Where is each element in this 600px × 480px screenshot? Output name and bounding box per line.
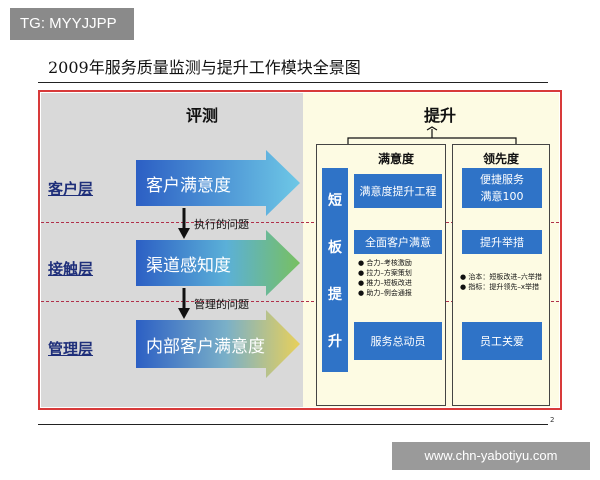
full-customer-satisfaction-box: 全面客户满意 <box>354 230 442 254</box>
bottom-rule <box>38 424 548 425</box>
satisfaction-project-box: 满意度提升工程 <box>354 174 442 208</box>
row-label-contact: 接触层 <box>48 260 94 278</box>
satisfaction-bullets: ● 合力–考核激励 ● 拉力–方案策划 ● 推力–短板改进 ● 助力–例会通报 <box>358 258 444 298</box>
short-board-char: 板 <box>328 239 342 256</box>
bullet-item: ● 拉力–方案策划 <box>358 269 412 277</box>
arrow-channel-perception <box>136 230 300 296</box>
row-separator-2 <box>41 301 559 302</box>
satisfaction-project-label: 满意度提升工程 <box>359 184 437 198</box>
arrow-text-internal: 内部客户满意度 <box>146 336 265 357</box>
bullet-item: ● 合力–考核激励 <box>358 259 412 267</box>
title-underline <box>38 82 548 83</box>
employee-care-box: 员工关爱 <box>462 322 542 360</box>
full-customer-satisfaction-label: 全面客户满意 <box>365 235 431 249</box>
bullet-item: ● 治本：短板改进–六举措 <box>460 273 542 281</box>
down-label-management: 管理的问题 <box>194 298 249 311</box>
evaluation-header: 评测 <box>186 106 219 125</box>
leadership-bullets: ● 治本：短板改进–六举措 ● 指标：提升领先–x举措 <box>460 272 550 292</box>
convenient-service-label: 便捷服务 <box>480 173 524 186</box>
page-title: 2009年服务质量监测与提升工作模块全景图 <box>48 58 361 77</box>
convenient-service-box: 便捷服务 满意100 <box>462 168 542 208</box>
down-arrow-1-icon <box>178 208 190 239</box>
bullet-item: ● 指标：提升领先–x举措 <box>460 283 539 291</box>
short-board-char: 升 <box>328 333 342 350</box>
row-label-customer: 客户层 <box>48 180 94 198</box>
arrow-text-customer: 客户满意度 <box>146 175 231 196</box>
row-label-management: 管理层 <box>48 340 94 358</box>
service-mobilization-box: 服务总动员 <box>354 322 442 360</box>
down-label-execution: 执行的问题 <box>194 218 249 231</box>
watermark-tag: TG: MYYJJPP <box>10 8 134 40</box>
improvement-header: 提升 <box>424 106 457 125</box>
arrow-customer-satisfaction <box>136 150 300 216</box>
employee-care-label: 员工关爱 <box>480 334 524 348</box>
short-board-char: 提 <box>328 286 342 303</box>
arrow-text-channel: 渠道感知度 <box>146 255 231 276</box>
watermark-url: www.chn-yabotiyu.com <box>392 442 590 470</box>
down-arrow-2-icon <box>178 288 190 319</box>
satisfaction-header: 满意度 <box>377 152 414 166</box>
arrow-internal-satisfaction <box>136 310 300 378</box>
leadership-header: 领先度 <box>482 152 519 166</box>
row-separator-1 <box>41 222 559 223</box>
bracket-connector <box>347 126 517 146</box>
short-board-improvement: 短 板 提 升 <box>322 168 348 372</box>
page-number: 2 <box>550 416 555 424</box>
bullet-item: ● 助力–例会通报 <box>358 289 412 297</box>
short-board-char: 短 <box>328 192 342 209</box>
bullet-item: ● 推力–短板改进 <box>358 279 412 287</box>
satisfaction-100-label: 满意100 <box>480 190 524 203</box>
improvement-measures-box: 提升举措 <box>462 230 542 254</box>
improvement-measures-label: 提升举措 <box>480 235 524 249</box>
service-mobilization-label: 服务总动员 <box>370 334 426 348</box>
